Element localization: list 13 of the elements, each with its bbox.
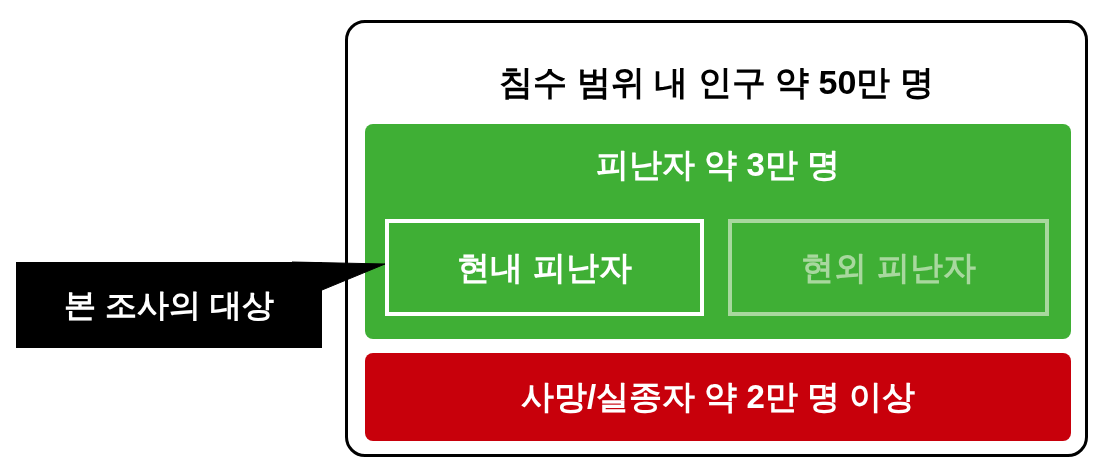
node-label: 사망/실종자 약 2만 명 이상 (520, 377, 916, 418)
callout-pointer (291, 261, 386, 291)
node-label: 본 조사의 대상 (64, 286, 274, 325)
casualty-band (365, 353, 1071, 441)
node-label: 현내 피난자 (457, 247, 632, 288)
node-label: 현외 피난자 (801, 247, 976, 288)
faded-box (728, 219, 1049, 316)
group-band (365, 124, 1071, 339)
target-box (385, 219, 704, 316)
node-label: 침수 범위 내 인구 약 50만 명 (498, 62, 935, 103)
outer-box (345, 20, 1088, 457)
node-label: 피난자 약 3만 명 (595, 145, 841, 185)
callout-box (16, 262, 322, 348)
